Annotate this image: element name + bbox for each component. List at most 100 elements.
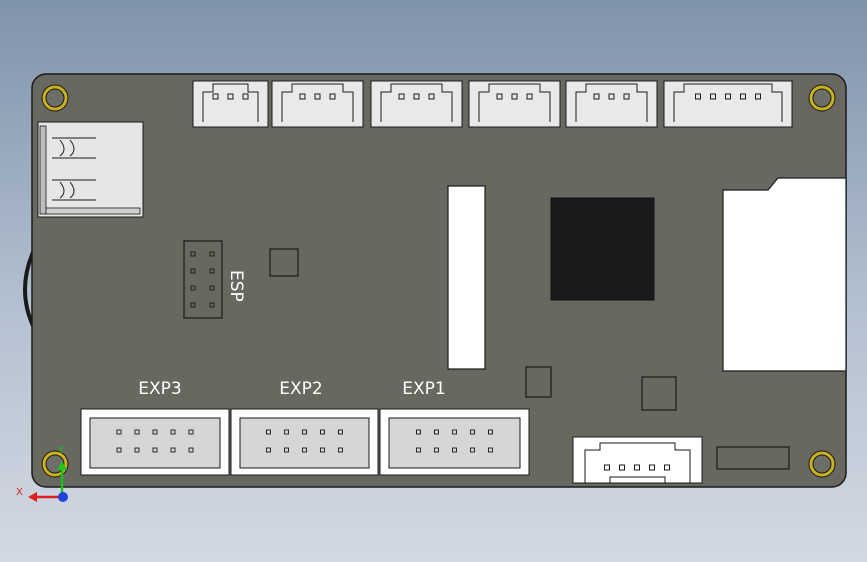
header-pin bbox=[134, 429, 140, 435]
connector-pin bbox=[755, 93, 761, 100]
header-pin bbox=[152, 447, 158, 453]
header-pin bbox=[452, 429, 457, 435]
header-pin bbox=[209, 302, 215, 308]
header-pin bbox=[190, 251, 196, 257]
exp-header-row bbox=[80, 408, 530, 476]
mcu-chip bbox=[550, 197, 655, 301]
small-component-b bbox=[641, 376, 677, 411]
header-pin bbox=[488, 429, 493, 435]
exp-header bbox=[80, 408, 230, 476]
mounting-hole-bottom-right bbox=[808, 450, 836, 478]
small-component-a bbox=[525, 366, 552, 398]
connector-latch bbox=[575, 83, 648, 122]
header-pin bbox=[284, 429, 289, 435]
coin-cell-holder bbox=[23, 249, 36, 329]
header-pin bbox=[266, 429, 271, 435]
exp2-label: EXP2 bbox=[279, 379, 322, 399]
connector-latch bbox=[673, 83, 783, 122]
header-pin bbox=[488, 447, 493, 453]
connector-pin bbox=[329, 93, 336, 100]
connector-pin bbox=[740, 93, 746, 100]
usb-port bbox=[37, 121, 144, 218]
header-pin bbox=[190, 285, 196, 291]
connector-housing bbox=[565, 80, 658, 128]
header-pin bbox=[302, 429, 307, 435]
header-pin bbox=[266, 447, 271, 453]
connector-latch bbox=[281, 83, 354, 122]
header-pin bbox=[209, 251, 215, 257]
esp-header bbox=[183, 240, 223, 319]
connector-key bbox=[609, 476, 666, 484]
connector-housing bbox=[192, 80, 269, 128]
header-pin bbox=[470, 447, 475, 453]
header-pin bbox=[170, 429, 176, 435]
bottom-connector bbox=[572, 436, 703, 484]
header-pin bbox=[190, 268, 196, 274]
connector-pin bbox=[710, 93, 716, 100]
connector-pin bbox=[511, 93, 518, 100]
header-pin bbox=[134, 447, 140, 453]
connector-latch bbox=[202, 83, 259, 122]
header-pin bbox=[470, 429, 475, 435]
top-connector bbox=[271, 80, 364, 128]
exp1-label: EXP1 bbox=[402, 379, 445, 399]
header-pin bbox=[416, 429, 421, 435]
header-shroud bbox=[388, 417, 521, 469]
header-pin bbox=[152, 429, 158, 435]
ffc-connector bbox=[447, 185, 486, 370]
header-pin bbox=[320, 447, 325, 453]
connector-pin bbox=[428, 93, 435, 100]
axis-triad: X Y bbox=[16, 445, 68, 502]
header-pin bbox=[338, 447, 343, 453]
header-pin bbox=[416, 447, 421, 453]
connector-housing bbox=[370, 80, 463, 128]
top-connector bbox=[370, 80, 463, 128]
header-pin bbox=[434, 447, 439, 453]
connector-pin bbox=[593, 93, 600, 100]
connector-pin bbox=[634, 464, 640, 471]
exp-header bbox=[230, 408, 379, 476]
header-pin bbox=[209, 285, 215, 291]
exp-header bbox=[379, 408, 530, 476]
header-pin bbox=[284, 447, 289, 453]
header-pin bbox=[116, 429, 122, 435]
small-ic bbox=[269, 248, 299, 277]
exp3-label: EXP3 bbox=[138, 379, 181, 399]
connector-pin bbox=[299, 93, 306, 100]
y-axis-label: Y bbox=[57, 445, 65, 456]
connector-latch bbox=[380, 83, 453, 122]
esp-label: ESP bbox=[226, 270, 246, 302]
connector-housing bbox=[572, 436, 703, 484]
header-pin bbox=[116, 447, 122, 453]
top-connector bbox=[663, 80, 793, 128]
header-pin bbox=[170, 447, 176, 453]
connector-pin bbox=[649, 464, 655, 471]
connector-pin bbox=[227, 93, 234, 100]
sd-card-slot bbox=[722, 177, 847, 372]
header-pin bbox=[302, 447, 307, 453]
connector-pin bbox=[314, 93, 321, 100]
x-axis-label: X bbox=[16, 487, 23, 498]
header-pin bbox=[209, 268, 215, 274]
mounting-hole-top-left bbox=[41, 84, 69, 112]
header-shroud bbox=[239, 417, 370, 469]
header-pin bbox=[190, 302, 196, 308]
connector-housing bbox=[663, 80, 793, 128]
connector-pin bbox=[212, 93, 219, 100]
connector-pin bbox=[619, 464, 625, 471]
header-shroud bbox=[89, 417, 221, 469]
top-connector bbox=[565, 80, 658, 128]
connector-latch bbox=[478, 83, 551, 122]
top-connector-row bbox=[192, 80, 793, 128]
header-pin bbox=[452, 447, 457, 453]
connector-pin bbox=[604, 464, 610, 471]
connector-pin bbox=[725, 93, 731, 100]
connector-pin bbox=[398, 93, 405, 100]
connector-housing bbox=[468, 80, 561, 128]
mounting-hole-top-right bbox=[808, 84, 836, 112]
top-connector bbox=[192, 80, 269, 128]
connector-housing bbox=[271, 80, 364, 128]
header-pin bbox=[434, 429, 439, 435]
header-pin bbox=[188, 429, 194, 435]
connector-pin bbox=[526, 93, 533, 100]
